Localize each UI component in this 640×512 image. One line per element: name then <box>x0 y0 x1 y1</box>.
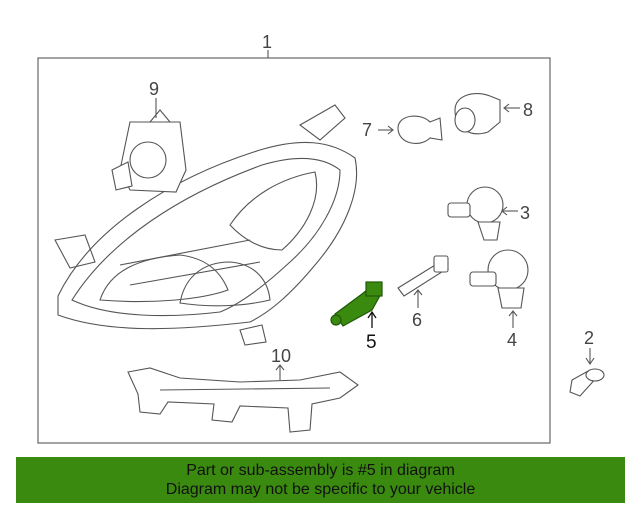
part-9-bulb-socket <box>111 98 187 193</box>
callout-3: 3 <box>520 203 530 223</box>
callout-5[interactable]: 5 <box>366 332 377 353</box>
part-5-highlighted[interactable] <box>330 281 383 328</box>
parts-diagram: 1 2 3 4 5 6 7 8 9 10 <box>37 32 605 444</box>
callout-10: 10 <box>271 346 291 366</box>
banner-line-1: Part or sub-assembly is #5 in diagram <box>186 462 455 479</box>
callout-7: 7 <box>362 120 372 140</box>
part-7-bulb <box>378 115 443 144</box>
part-6-bulb <box>397 255 449 308</box>
assembly-frame <box>37 57 551 444</box>
part-8-socket <box>454 92 520 135</box>
callout-6: 6 <box>412 310 422 330</box>
part-4-bulb <box>469 249 529 328</box>
part-3-bulb <box>447 186 518 241</box>
banner-line-2: Diagram may not be specific to your vehi… <box>165 481 476 498</box>
part-2-screw <box>569 348 605 397</box>
callout-2: 2 <box>584 328 594 348</box>
callout-1: 1 <box>262 32 272 52</box>
callout-4: 4 <box>507 330 517 350</box>
callout-8: 8 <box>523 100 533 120</box>
headlamp-housing <box>54 104 358 346</box>
callout-9: 9 <box>149 79 159 99</box>
part-10-bracket <box>127 364 359 433</box>
info-banner: Part or sub-assembly is #5 in diagram Di… <box>16 457 625 503</box>
